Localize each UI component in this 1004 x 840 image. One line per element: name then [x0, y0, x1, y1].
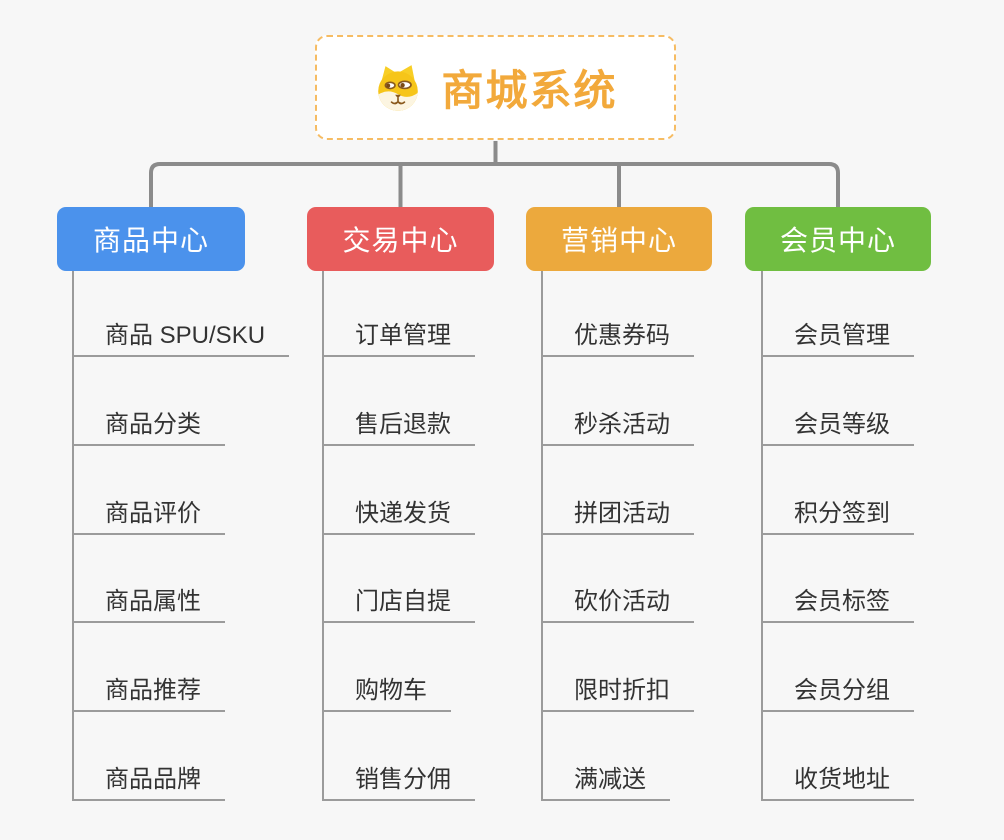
branch-node-product-center[interactable]: 商品中心 [57, 207, 245, 271]
leaf-topic[interactable]: 会员等级 [761, 400, 914, 446]
leaf-topic[interactable]: 满减送 [541, 755, 670, 801]
leaf-topic[interactable]: 拼团活动 [541, 489, 694, 535]
dog-face-icon [373, 63, 423, 113]
branch-node-member-center[interactable]: 会员中心 [745, 207, 931, 271]
leaf-topic[interactable]: 销售分佣 [322, 755, 475, 801]
leaf-topic[interactable]: 会员分组 [761, 666, 914, 712]
leaf-topic[interactable]: 快递发货 [322, 489, 475, 535]
branch-spine-line [541, 271, 543, 801]
leaf-topic[interactable]: 订单管理 [322, 311, 475, 357]
leaf-topic[interactable]: 收货地址 [761, 755, 914, 801]
leaf-topic[interactable]: 商品属性 [72, 577, 225, 623]
leaf-topic[interactable]: 商品品牌 [72, 755, 225, 801]
leaf-topic[interactable]: 限时折扣 [541, 666, 694, 712]
leaf-topic[interactable]: 优惠券码 [541, 311, 694, 357]
leaf-topic[interactable]: 砍价活动 [541, 577, 694, 623]
leaf-topic[interactable]: 商品 SPU/SKU [72, 311, 290, 357]
leaf-topic[interactable]: 售后退款 [322, 400, 475, 446]
leaf-topic[interactable]: 门店自提 [322, 577, 475, 623]
branch-spine-line [322, 271, 324, 801]
leaf-topic[interactable]: 商品推荐 [72, 666, 225, 712]
branch-spine-line [72, 271, 74, 801]
leaf-topic[interactable]: 秒杀活动 [541, 400, 694, 446]
root-topic-node[interactable]: 商城系统 [315, 35, 676, 140]
leaf-topic[interactable]: 商品评价 [72, 489, 225, 535]
leaf-topic[interactable]: 会员标签 [761, 577, 914, 623]
leaf-topic[interactable]: 商品分类 [72, 400, 225, 446]
leaf-topic[interactable]: 购物车 [322, 666, 451, 712]
leaf-topic[interactable]: 会员管理 [761, 311, 914, 357]
branch-node-marketing-center[interactable]: 营销中心 [526, 207, 712, 271]
leaf-topic[interactable]: 积分签到 [761, 489, 914, 535]
branch-spine-line [761, 271, 763, 801]
branch-node-trade-center[interactable]: 交易中心 [307, 207, 494, 271]
root-topic-title: 商城系统 [441, 67, 618, 114]
